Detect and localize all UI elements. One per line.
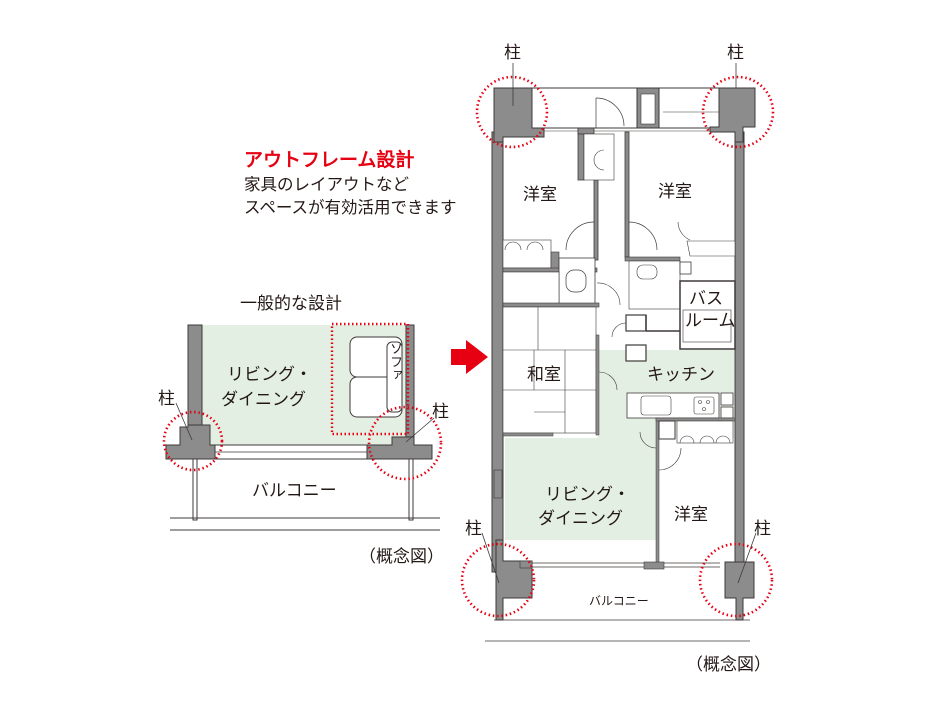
general-balcony-label: バルコニー [252,481,337,501]
red-arrow-icon [451,340,488,374]
general-pillar-label-right: 柱 [432,402,449,422]
room-label-bath-line1: バス [689,289,723,309]
general-pillar-right [366,436,433,460]
general-design-title: 一般的な設計 [240,294,342,314]
pillar-top-left [493,87,545,143]
pillar-circle-bottom-left [460,542,536,618]
outframe-title: アウトフレーム設計 [244,149,415,171]
outer-wall-right [734,131,745,573]
room-label-western-3: 洋室 [674,505,708,525]
general-pillar-circle-right [367,405,443,481]
pillar-label-top-right: 柱 [727,43,744,63]
room-label-western-1: 洋室 [523,185,557,205]
general-balcony-post-right [408,458,414,521]
general-pillar-left [165,424,216,460]
washbasin-icon [636,264,658,280]
room-label-living-line2: ダイニング [538,509,623,529]
floorplan-note: （概念図） [686,655,771,675]
room-label-bath-line2: ルーム [685,311,736,331]
toilet-icon [565,269,587,293]
sofa-label: ソファ [387,342,402,381]
room-label-western-2: 洋室 [658,182,692,202]
outer-wall-left [491,131,504,573]
pillar-circle-bottom-right [698,542,774,618]
room-label-japanese: 和室 [527,365,561,385]
general-design-diagram [162,322,443,531]
balcony-label: バルコニー [589,594,649,608]
bathroom [679,280,736,350]
pillar-bottom-right [724,561,755,621]
general-living-label-line2: ダイニング [221,390,306,410]
pillar-bottom-left [495,539,533,621]
outframe-description-line2: スペースが有効活用できます [244,198,457,217]
general-pillar-label-left: 柱 [158,389,175,409]
pillar-top-right [709,87,756,143]
sink-icon [640,395,672,416]
general-left-wall [187,324,203,438]
pillar-label-bottom-right: 柱 [754,519,771,539]
room-label-living-line1: リビング・ [545,485,630,505]
room-label-kitchen: キッチン [647,365,715,385]
general-pillar-circle-left [162,410,224,472]
pillar-circle-top-left [475,75,549,149]
outframe-floorplan [460,63,775,642]
general-note: （概念図） [359,547,444,567]
sofa-icon [349,336,403,418]
general-living-label-line1: リビング・ [227,365,312,385]
pillar-label-top-left: 柱 [504,43,521,63]
sofa-highlight-frame [330,322,410,436]
stove-icon [693,396,715,415]
pillar-circle-top-right [701,75,775,149]
general-balcony-post-left [192,458,198,521]
outframe-description-line1: 家具のレイアウトなど [244,175,409,194]
pillar-label-bottom-left: 柱 [465,519,482,539]
